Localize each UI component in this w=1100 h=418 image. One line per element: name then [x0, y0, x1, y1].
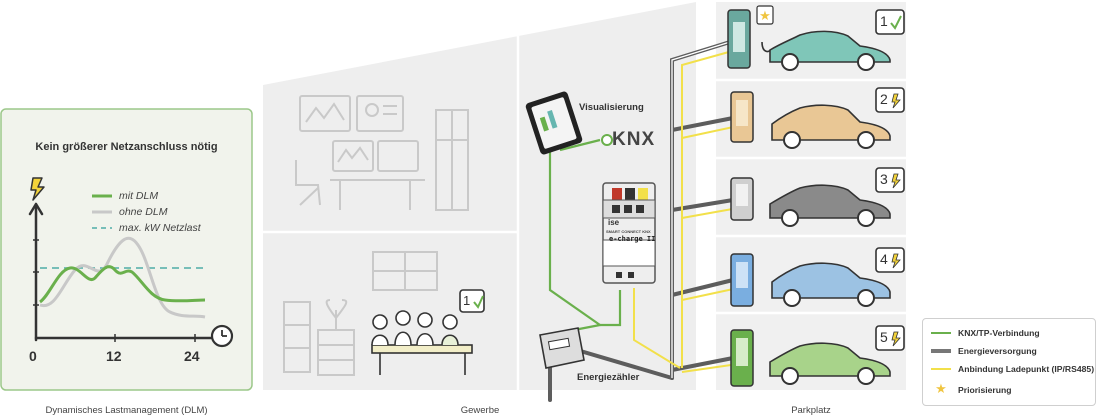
charger-5-icon [730, 329, 754, 387]
ip-swatch [931, 368, 951, 370]
ohne-dlm-curve [39, 237, 206, 319]
badge-3-number: 3 [880, 171, 888, 187]
lightning-icon [30, 177, 45, 201]
device-brand: ise [608, 218, 620, 227]
visualisierung-label: Visualisierung [579, 102, 644, 113]
legend-item-priorisierung: ★ Priorisierung [931, 382, 1011, 397]
car-1-icon [761, 30, 891, 71]
gewerbe-building [263, 2, 696, 390]
energiezaehler-label: Energiezähler [577, 372, 640, 383]
svg-text:★: ★ [759, 9, 771, 24]
knx-swatch [931, 332, 951, 334]
device-name: e-charge II [609, 235, 656, 243]
priority-star-icon: ★ [756, 5, 774, 25]
x-tick-0: 0 [29, 348, 37, 364]
legend-max-kw: max. kW Netzlast [119, 222, 201, 234]
echarge-device-icon [602, 182, 656, 284]
badge-1-number: 1 [880, 13, 888, 29]
badge-5-lightning-icon [891, 331, 901, 347]
dlm-title: Kein größerer Netzanschluss nötig [35, 141, 218, 153]
y-axis-arrow [28, 202, 44, 216]
meeting-people [371, 310, 473, 375]
energy-swatch [931, 349, 951, 353]
meeting-badge [459, 289, 485, 313]
energy-meter-icon [539, 327, 585, 369]
tablet-icon [525, 91, 583, 155]
legend-mit-dlm: mit DLM [119, 190, 159, 202]
badge-2-lightning-icon [891, 93, 901, 109]
clock-icon [210, 324, 234, 348]
legend-ohne-dlm: ohne DLM [119, 206, 168, 218]
knx-label: KNX [612, 129, 656, 150]
legend-item-anbindung: Anbindung Ladepunkt (IP/RS485) [931, 364, 1094, 374]
legend-label-anbindung: Anbindung Ladepunkt (IP/RS485) [958, 364, 1095, 374]
y-ticks [33, 239, 39, 306]
device-subtitle: SMART CONNECT KNX [606, 229, 651, 234]
legend-box: KNX/TP-Verbindung Energieversorgung Anbi… [922, 318, 1096, 406]
badge-3-lightning-icon [891, 173, 901, 189]
x-ticks [114, 334, 196, 342]
charger-2-icon [730, 91, 754, 143]
badge-4-number: 4 [880, 251, 888, 267]
legend-item-knx: KNX/TP-Verbindung [931, 328, 1040, 338]
badge-1-check-icon [890, 15, 902, 30]
x-tick-24: 24 [184, 348, 200, 364]
meeting-room-sketch [283, 251, 438, 376]
car-5-icon [769, 342, 891, 385]
legend-label-energie: Energieversorgung [958, 346, 1037, 356]
x-tick-12: 12 [106, 348, 122, 364]
charger-1-icon [727, 9, 751, 69]
mit-dlm-curve [39, 265, 206, 304]
caption-gewerbe: Gewerbe [460, 405, 500, 416]
charger-4-icon [730, 253, 754, 307]
knx-logo-icon [601, 134, 613, 146]
badge-4-lightning-icon [891, 253, 901, 269]
charger-3-icon [730, 177, 754, 221]
legend-item-energie: Energieversorgung [931, 346, 1037, 356]
car-3-icon [769, 184, 891, 227]
caption-dlm: Dynamisches Lastmanagement (DLM) [45, 405, 208, 416]
legend-label-priorisierung: Priorisierung [958, 384, 1012, 395]
office-sketch [295, 95, 469, 211]
legend-label-knx: KNX/TP-Verbindung [958, 328, 1040, 338]
badge-5-number: 5 [880, 329, 888, 345]
badge-2-number: 2 [880, 91, 888, 107]
star-icon: ★ [935, 382, 947, 397]
energy-cables-highlight [671, 41, 731, 378]
car-2-icon [771, 104, 891, 149]
ip-cables [633, 49, 739, 373]
car-4-icon [771, 262, 891, 307]
caption-parkplatz: Parkplatz [791, 405, 831, 416]
meeting-badge-number: 1 [463, 293, 471, 308]
dlm-panel [0, 108, 253, 391]
